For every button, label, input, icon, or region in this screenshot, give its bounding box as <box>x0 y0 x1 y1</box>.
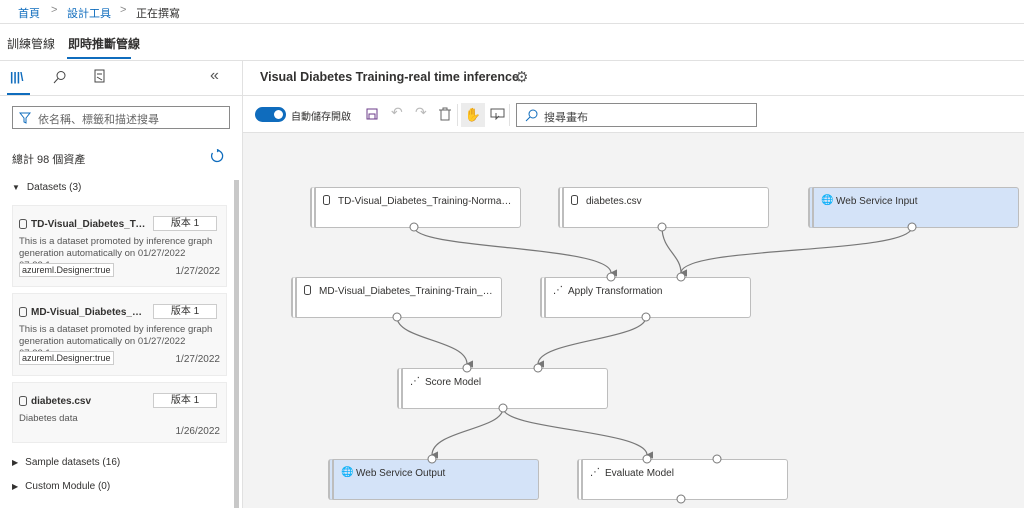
node-label: TD-Visual_Diabetes_Training-Normalize_..… <box>338 196 513 207</box>
section-label: Datasets (3) <box>26 182 82 193</box>
edge <box>661 226 688 277</box>
section-custom-module[interactable]: ▶Custom Module (0) <box>12 481 111 492</box>
section-label: Custom Module (0) <box>25 481 111 492</box>
search-icon[interactable] <box>53 70 67 84</box>
search-placeholder: 依名稱、標籤和描述搜尋 <box>38 114 159 126</box>
refresh-icon[interactable] <box>210 149 224 163</box>
edge <box>502 407 654 459</box>
node-label: Apply Transformation <box>568 286 663 297</box>
globe-icon: 🌐 <box>821 195 834 206</box>
pan-hand-icon[interactable]: ✋ <box>461 103 485 127</box>
settings-gear-icon[interactable]: ⚙ <box>515 69 529 86</box>
section-label: Sample datasets (16) <box>25 457 121 468</box>
edge <box>396 316 474 368</box>
autosave-toggle[interactable] <box>255 107 286 122</box>
dataset-icon <box>571 195 578 205</box>
tab-realtime-pipeline[interactable]: 即時推斷管線 <box>68 37 141 51</box>
save-icon[interactable] <box>366 108 378 120</box>
node-label: Evaluate Model <box>605 468 674 479</box>
globe-icon: 🌐 <box>341 467 354 478</box>
dataset-tag: azureml.Designer:true <box>19 351 114 365</box>
breadcrumb-home[interactable]: 首頁 <box>18 8 40 20</box>
breadcrumb-current: 正在撰寫 <box>136 8 180 20</box>
node-md-dataset[interactable]: MD-Visual_Diabetes_Training-Train_Mod... <box>291 277 502 318</box>
dataset-tag: azureml.Designer:true <box>19 263 114 277</box>
edge <box>430 407 504 459</box>
node-label: MD-Visual_Diabetes_Training-Train_Mod... <box>319 286 494 297</box>
pipeline-title: Visual Diabetes Training-real time infer… <box>260 70 519 84</box>
node-diabetes-csv[interactable]: diabetes.csv <box>558 187 769 228</box>
collapse-icon[interactable]: « <box>210 67 219 84</box>
asset-total: 總計 98 個資產 <box>12 154 86 166</box>
dataset-date: 1/27/2022 <box>175 266 221 277</box>
edge <box>679 226 913 277</box>
edge <box>536 316 647 368</box>
breadcrumb-designer[interactable]: 設計工具 <box>67 8 111 20</box>
library-icon[interactable]: |||\ <box>10 70 24 84</box>
dataset-icon <box>304 285 311 295</box>
node-web-service-output[interactable]: 🌐Web Service Output <box>328 459 539 500</box>
scrollbar[interactable] <box>234 180 239 508</box>
autosave-label: 自動儲存開啟 <box>291 112 351 123</box>
edge <box>413 226 618 277</box>
node-evaluate-model[interactable]: ⋰ Evaluate Model <box>577 459 788 500</box>
version-dropdown[interactable]: 版本 1 <box>153 216 217 231</box>
chevron-right-icon: > <box>120 4 127 16</box>
dataset-icon <box>323 195 330 205</box>
node-score-model[interactable]: ⋰ Score Model <box>397 368 608 409</box>
module-icon: ⋰ <box>590 467 600 478</box>
dataset-icon <box>19 219 27 229</box>
search-placeholder: 搜尋畫布 <box>544 112 588 124</box>
node-td-dataset[interactable]: TD-Visual_Diabetes_Training-Normalize_..… <box>310 187 521 228</box>
node-apply-transformation[interactable]: ⋰ Apply Transformation <box>540 277 751 318</box>
dataset-card[interactable]: TD-Visual_Diabetes_Trainin... 版本 1 This … <box>12 205 227 287</box>
module-icon: ⋰ <box>553 285 563 296</box>
version-dropdown[interactable]: 版本 1 <box>153 393 217 408</box>
dataset-icon <box>19 396 27 406</box>
tab-training-pipeline[interactable]: 訓練管線 <box>7 37 56 51</box>
node-label: Score Model <box>425 377 482 388</box>
comment-icon[interactable] <box>490 108 505 120</box>
delete-icon[interactable] <box>439 107 451 121</box>
asset-search-input[interactable]: 依名稱、標籤和描述搜尋 <box>12 106 230 129</box>
node-web-service-input[interactable]: 🌐Web Service Input <box>808 187 1019 228</box>
dataset-icon <box>19 307 27 317</box>
section-datasets[interactable]: ▼Datasets (3) <box>12 182 82 193</box>
section-sample-datasets[interactable]: ▶Sample datasets (16) <box>12 457 121 468</box>
search-icon <box>525 109 538 122</box>
dataset-desc: Diabetes data <box>19 413 78 424</box>
dataset-card[interactable]: MD-Visual_Diabetes_Trainin... 版本 1 This … <box>12 293 227 376</box>
canvas-search-input[interactable]: 搜尋畫布 <box>516 103 757 127</box>
version-dropdown[interactable]: 版本 1 <box>153 304 217 319</box>
module-icon: ⋰ <box>410 376 420 387</box>
chevron-right-icon: > <box>51 4 58 16</box>
report-icon[interactable] <box>94 69 106 83</box>
dataset-date: 1/26/2022 <box>175 426 221 437</box>
dataset-card[interactable]: diabetes.csv 版本 1 Diabetes data 1/26/202… <box>12 382 227 443</box>
node-label: diabetes.csv <box>586 196 642 207</box>
redo-icon[interactable]: ↷ <box>415 104 427 120</box>
filter-icon <box>19 112 31 124</box>
undo-icon[interactable]: ↶ <box>391 104 403 120</box>
dataset-date: 1/27/2022 <box>175 354 221 365</box>
node-label: Web Service Input <box>836 196 918 207</box>
node-label: Web Service Output <box>356 468 446 479</box>
